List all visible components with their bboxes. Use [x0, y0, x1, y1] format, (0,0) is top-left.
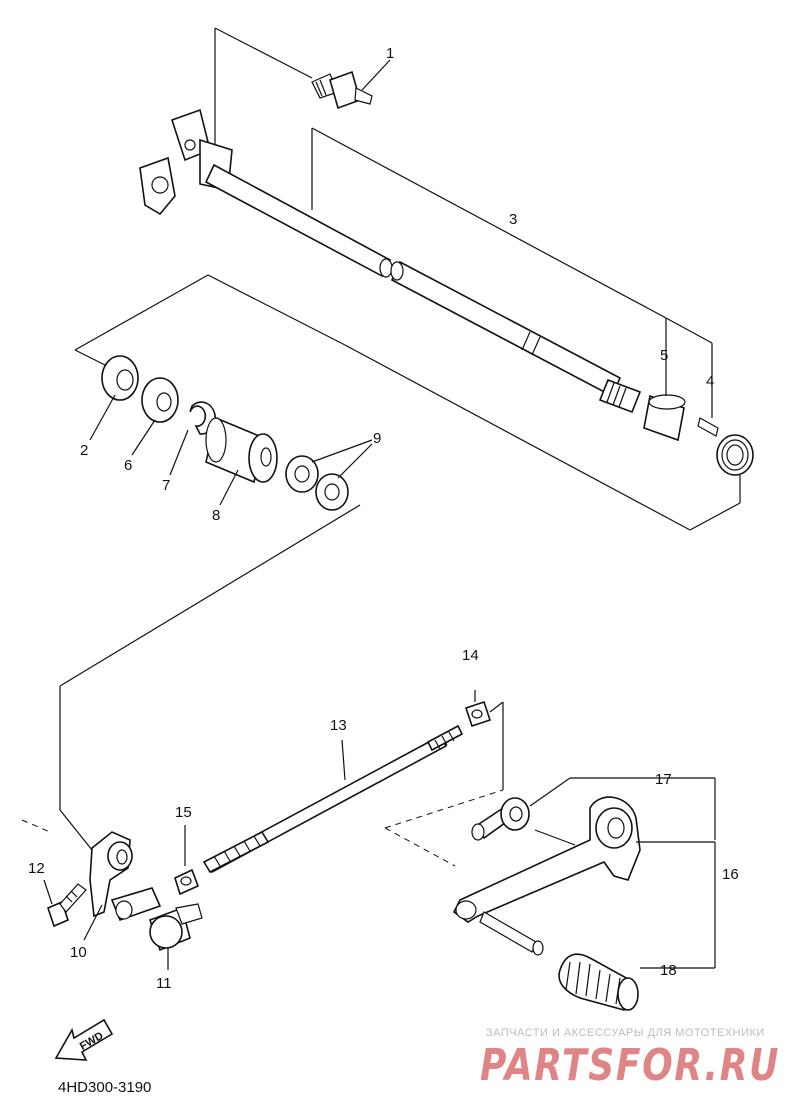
watermark-logo: PARTSFOR.RU — [480, 1040, 780, 1091]
callout-13: 13 — [330, 717, 347, 734]
part-14-nut — [464, 690, 492, 728]
part-16-shift-pedal — [452, 796, 716, 968]
callout-14: 14 — [462, 647, 479, 664]
callout-4: 4 — [706, 373, 714, 390]
callout-2: 2 — [80, 442, 88, 459]
drawing-code: 4HD300-3190 — [58, 1079, 151, 1096]
callout-6: 6 — [124, 457, 132, 474]
callout-1: 1 — [386, 45, 394, 62]
part-8-bushing — [205, 416, 278, 506]
callout-18: 18 — [660, 962, 677, 979]
callout-11: 11 — [156, 975, 172, 992]
part-9-bearings — [285, 439, 373, 511]
part-15-nut — [174, 825, 200, 896]
upper-group-outline — [74, 27, 741, 531]
callout-10: 10 — [70, 944, 87, 961]
callout-16: 16 — [722, 866, 739, 883]
part-6-washer — [131, 377, 179, 456]
part-17-joint — [471, 777, 716, 846]
part-1-bolt — [311, 59, 391, 110]
part-13-shift-rod — [202, 724, 464, 874]
part-5-collar — [643, 385, 686, 442]
part-18-rubber — [558, 953, 715, 1011]
callout-labels: 1 2 3 4 5 6 7 8 9 10 11 12 13 14 15 16 1… — [28, 45, 739, 992]
callout-5: 5 — [660, 347, 668, 364]
callout-15: 15 — [175, 804, 192, 821]
lower-group-outline — [21, 504, 504, 867]
callout-8: 8 — [212, 507, 220, 524]
callout-7: 7 — [162, 477, 170, 494]
callout-9: 9 — [373, 430, 381, 447]
callout-3: 3 — [509, 211, 517, 228]
part-11-joint — [148, 903, 203, 970]
callout-17: 17 — [655, 771, 672, 788]
part-2-oil-seal — [89, 355, 139, 441]
callout-12: 12 — [28, 860, 45, 877]
fwd-arrow-icon: FWD — [54, 1018, 114, 1061]
part-12-bolt — [43, 879, 87, 928]
watermark: ЗАПЧАСТИ И АКСЕССУАРЫ ДЛЯ МОТОТЕХНИКИ PA… — [480, 1027, 780, 1091]
part-4-spring — [697, 370, 754, 476]
watermark-tagline: ЗАПЧАСТИ И АКСЕССУАРЫ ДЛЯ МОТОТЕХНИКИ — [486, 1027, 765, 1039]
part-10-shift-arm — [83, 831, 162, 941]
part-3-shift-shaft — [139, 108, 642, 414]
